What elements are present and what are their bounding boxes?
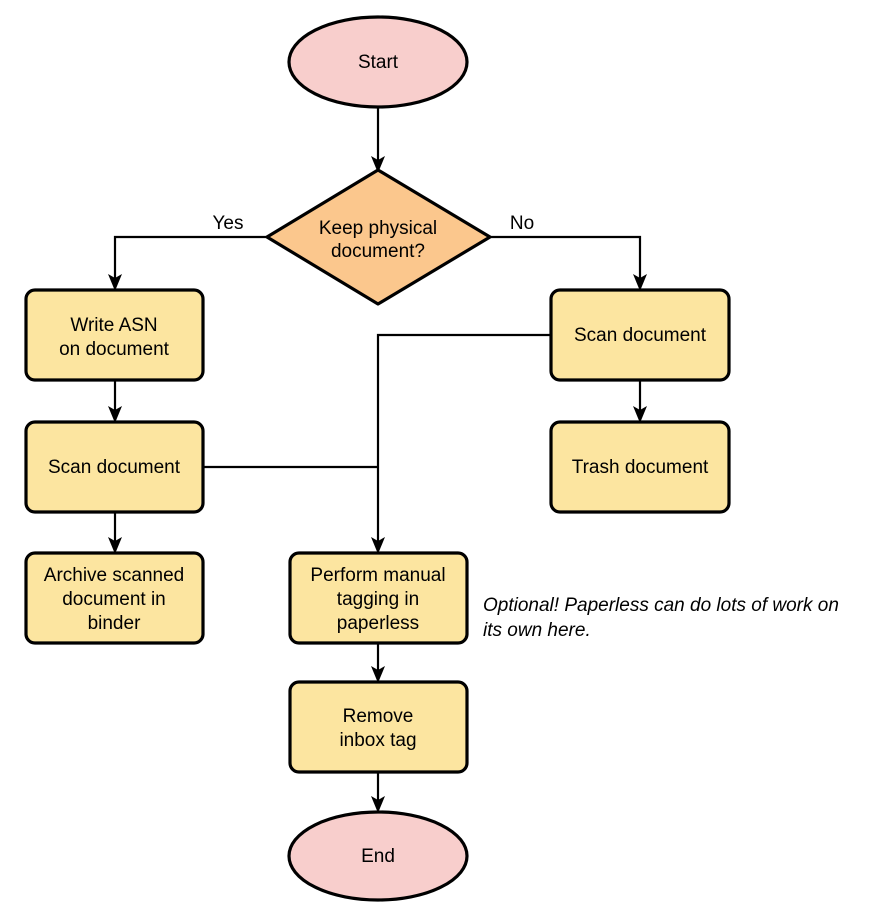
node-remove-inbox-tag[interactable]: Remove inbox tag [288,680,469,774]
node-archive-label-line2: document in [62,589,166,610]
node-trash-document-label: Trash document [572,457,709,478]
node-decision-label-line1: Keep physical [319,218,437,239]
node-start-label: Start [358,52,399,73]
node-end[interactable]: End [287,810,469,902]
edge-write-asn-to-scan-left [108,380,122,423]
node-write-asn-on-document[interactable]: Write ASN on document [24,288,205,382]
node-tagging-label-line3: paperless [337,613,419,634]
edge-tagging-to-remove-inbox [371,643,385,683]
edge-remove-inbox-to-end [371,772,385,813]
node-archive-label-line1: Archive scanned [44,565,184,586]
node-tagging-label-line1: Perform manual [310,565,445,586]
edge-scan-right-to-tagging [371,333,551,554]
node-end-label: End [361,846,395,867]
node-remove-inbox-label-line1: Remove [343,706,414,727]
node-scan-document-right-label: Scan document [574,325,707,346]
node-scan-document-right[interactable]: Scan document [549,288,731,382]
annotation-line-1: Optional! Paperless can do lots of work … [483,595,839,616]
annotation-optional-note: Optional! Paperless can do lots of work … [483,595,839,641]
node-trash-document[interactable]: Trash document [549,420,731,514]
edge-scan-right-to-trash [633,380,647,423]
node-archive-label-line3: binder [88,613,141,634]
edge-scan-left-to-archive [108,512,122,554]
edge-label-no: No [510,213,534,234]
node-archive-scanned-document[interactable]: Archive scanned document in binder [24,551,205,645]
node-perform-manual-tagging[interactable]: Perform manual tagging in paperless [288,551,469,645]
node-remove-inbox-label-line2: inbox tag [339,730,416,751]
node-write-asn-label-line2: on document [59,339,170,360]
annotation-line-2: its own here. [483,620,591,641]
node-scan-document-left-label: Scan document [48,457,181,478]
edge-label-yes: Yes [213,213,244,234]
node-decision-keep-physical-document[interactable]: Keep physical document? [265,168,492,306]
edge-decision-yes-to-write-asn [108,235,267,291]
node-scan-document-left[interactable]: Scan document [24,420,205,514]
node-start[interactable]: Start [287,15,469,109]
node-tagging-label-line2: tagging in [337,589,419,610]
edge-start-to-decision [371,107,385,173]
node-decision-label-line2: document? [331,241,425,262]
edge-decision-no-to-scan-right [490,235,647,291]
node-write-asn-label-line1: Write ASN [70,315,157,336]
